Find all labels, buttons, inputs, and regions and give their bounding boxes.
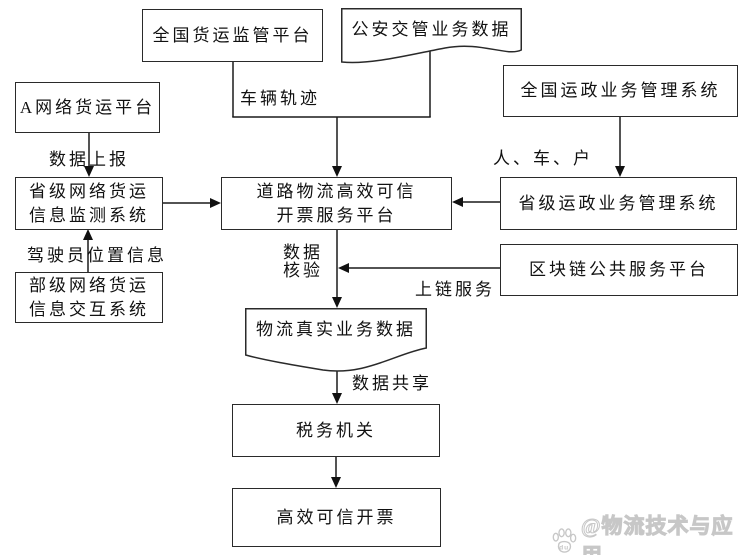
node-label: 省级运政业务管理系统 xyxy=(518,193,719,213)
arrow-a-network-to-provincial-network xyxy=(84,133,94,177)
baidu-paw-icon: du xyxy=(552,527,577,553)
node-police-traffic-business-data: 公安交管业务数据 xyxy=(341,8,522,66)
edge-label-driver-location: 驾驶员位置信息 xyxy=(27,246,167,265)
node-label-line2: 信息交互系统 xyxy=(29,299,149,319)
watermark-text: @物流技术与应用 xyxy=(580,514,734,555)
node-provincial-transport-admin-system: 省级运政业务管理系统 xyxy=(500,177,737,230)
arrow-tax-authority-to-trusted-invoicing xyxy=(331,457,341,488)
edge-label-vehicle-track: 车辆轨迹 xyxy=(240,89,320,108)
node-label-line1: 道路物流高效可信 xyxy=(256,181,417,201)
node-label: 税务机关 xyxy=(296,420,376,440)
edge-label-data-verify-line2: 核验 xyxy=(283,261,323,280)
node-label: 全国货运监管平台 xyxy=(152,25,313,45)
node-a-network-freight-platform: A网络货运平台 xyxy=(15,82,160,133)
node-label-line1: 部级网络货运 xyxy=(29,275,149,295)
node-blockchain-public-service-platform: 区块链公共服务平台 xyxy=(500,244,738,296)
arrow-invoicing-platform-to-logistics-data xyxy=(332,230,342,308)
node-true-logistics-business-data: 物流真实业务数据 xyxy=(245,308,427,376)
node-label: 物流真实业务数据 xyxy=(256,319,416,339)
node-label-line2: 信息监测系统 xyxy=(29,205,149,225)
node-provincial-network-monitor-system: 省级网络货运 信息监测系统 xyxy=(15,177,163,230)
arrow-national-transport-to-provincial-transport xyxy=(615,117,625,177)
edge-label-data-verify: 数据 核验 xyxy=(281,244,325,280)
node-label-line2: 开票服务平台 xyxy=(276,205,397,225)
node-tax-authority: 税务机关 xyxy=(232,404,440,457)
edge-label-person-vehicle-account: 人、车、户 xyxy=(493,149,593,168)
node-label: A网络货运平台 xyxy=(19,97,156,117)
node-national-transport-admin-system: 全国运政业务管理系统 xyxy=(503,65,738,117)
edge-label-data-report: 数据上报 xyxy=(49,150,129,169)
edge-label-data-verify-line1: 数据 xyxy=(283,243,323,262)
node-label: 高效可信开票 xyxy=(276,507,397,527)
node-ministry-network-exchange-system: 部级网络货运 信息交互系统 xyxy=(15,272,163,323)
document-shape xyxy=(341,8,522,64)
watermark: du @物流技术与应用 xyxy=(551,510,749,555)
node-label: 公安交管业务数据 xyxy=(351,20,512,39)
document-shape xyxy=(245,308,427,372)
paw-icon-text: du xyxy=(559,544,569,551)
arrow-provincial-network-to-invoicing-platform xyxy=(163,198,221,208)
node-label-line1: 省级网络货运 xyxy=(29,181,149,201)
node-trusted-invoicing-result: 高效可信开票 xyxy=(232,488,441,547)
arrow-blockchain-to-verify-line xyxy=(338,263,500,273)
edge-label-data-share: 数据共享 xyxy=(352,374,432,393)
node-national-freight-platform: 全国货运监管平台 xyxy=(142,9,323,62)
node-trusted-invoicing-service-platform: 道路物流高效可信 开票服务平台 xyxy=(221,177,452,230)
edge-label-chain-service: 上链服务 xyxy=(415,280,495,299)
arrow-ministry-network-to-provincial-network xyxy=(83,229,93,272)
arrow-top-sources-to-invoicing-platform xyxy=(232,50,431,177)
node-label: 全国运政业务管理系统 xyxy=(520,81,721,100)
node-label: 区块链公共服务平台 xyxy=(529,260,709,279)
arrow-provincial-transport-to-invoicing-platform xyxy=(452,197,500,207)
